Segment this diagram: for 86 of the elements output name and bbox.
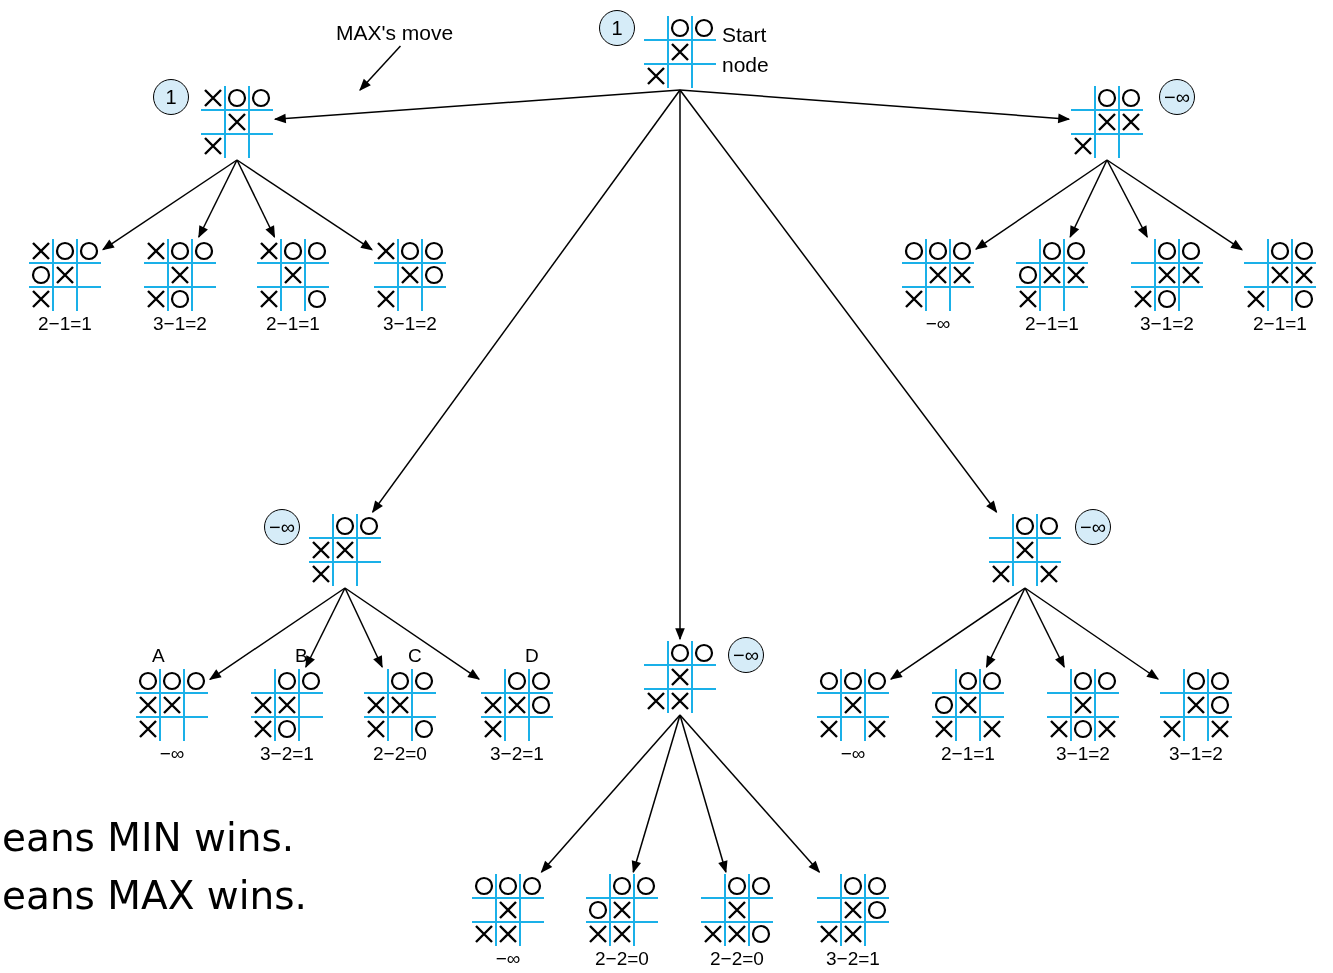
- score-label: 3−1=2: [1055, 743, 1111, 765]
- arrow: [102, 159, 238, 251]
- score-label: −∞: [924, 313, 952, 335]
- arrow: [1106, 159, 1148, 239]
- tic-tac-toe-board-drawing: [257, 239, 329, 311]
- arrow: [344, 587, 383, 669]
- arrow: [344, 587, 480, 680]
- note-text: eans MAX wins.: [2, 873, 307, 919]
- arrow: [236, 159, 276, 239]
- arrow: [359, 45, 402, 91]
- score-label: 3−2=1: [825, 948, 881, 970]
- annotation-text: MAX's move: [336, 22, 454, 44]
- arrow: [985, 587, 1026, 669]
- letter-label: C: [408, 645, 422, 667]
- tic-tac-toe-board-drawing: [364, 669, 436, 741]
- arrow: [975, 159, 1108, 250]
- tic-tac-toe-board-drawing: [29, 239, 101, 311]
- arrow: [273, 89, 681, 124]
- arrow: [1024, 587, 1159, 680]
- arrow: [679, 714, 821, 873]
- score-label: 2−2=0: [372, 743, 428, 765]
- score-label: −∞: [839, 743, 867, 765]
- tic-tac-toe-board-drawing: [932, 669, 1004, 741]
- tic-tac-toe-board-drawing: [1016, 239, 1088, 311]
- score-label: 2−1=1: [940, 743, 996, 765]
- tic-tac-toe-board-drawing: [481, 669, 553, 741]
- score-label: 2−1=1: [265, 313, 321, 335]
- arrow: [198, 159, 238, 239]
- arrow: [1106, 159, 1243, 251]
- tic-tac-toe-board-drawing: [817, 669, 889, 741]
- letter-label: B: [295, 645, 308, 667]
- arrow: [305, 587, 346, 669]
- arrow: [679, 714, 728, 874]
- score-label: 3−1=2: [1168, 743, 1224, 765]
- arrow: [679, 89, 998, 513]
- tic-tac-toe-board-drawing: [251, 669, 323, 741]
- score-label: 2−1=1: [1252, 313, 1308, 335]
- tic-tac-toe-board-drawing: [902, 239, 974, 311]
- arrow: [675, 89, 685, 641]
- score-label: 2−2=0: [594, 948, 650, 970]
- score-label: −∞: [494, 948, 522, 970]
- tic-tac-toe-board-drawing: [201, 86, 273, 158]
- tic-tac-toe-board-drawing: [1131, 239, 1203, 311]
- score-label: 3−1=2: [382, 313, 438, 335]
- tic-tac-toe-board-drawing: [1047, 669, 1119, 741]
- arrow: [1069, 159, 1108, 239]
- score-label: 3−1=2: [152, 313, 208, 335]
- score-label: 3−2=1: [259, 743, 315, 765]
- arrow: [1024, 587, 1065, 669]
- tic-tac-toe-board-drawing: [644, 641, 716, 713]
- arrow: [890, 587, 1026, 680]
- score-label: 2−2=0: [709, 948, 765, 970]
- score-label: 2−1=1: [37, 313, 93, 335]
- tic-tac-toe-board-drawing: [136, 669, 208, 741]
- arrow: [679, 89, 1071, 124]
- value-circle: −∞: [1075, 509, 1111, 545]
- score-label: −∞: [158, 743, 186, 765]
- node-caption: Start node: [722, 22, 770, 78]
- tic-tac-toe-board-drawing: [701, 874, 773, 946]
- value-circle: −∞: [728, 637, 764, 673]
- tic-tac-toe-board-drawing: [989, 514, 1061, 586]
- arrow: [540, 714, 681, 873]
- tic-tac-toe-board-drawing: [309, 514, 381, 586]
- value-circle: −∞: [1159, 79, 1195, 115]
- tic-tac-toe-board-drawing: [1071, 86, 1143, 158]
- score-label: 2−1=1: [1024, 313, 1080, 335]
- note-text: eans MIN wins.: [2, 815, 295, 861]
- tic-tac-toe-board-drawing: [144, 239, 216, 311]
- arrow: [236, 159, 373, 251]
- tic-tac-toe-board-drawing: [472, 874, 544, 946]
- score-label: 3−1=2: [1139, 313, 1195, 335]
- score-label: 3−2=1: [489, 743, 545, 765]
- value-circle: −∞: [264, 509, 300, 545]
- tic-tac-toe-board-drawing: [374, 239, 446, 311]
- letter-label: D: [525, 645, 539, 667]
- tic-tac-toe-board-drawing: [1160, 669, 1232, 741]
- arrow: [371, 89, 681, 513]
- arrow: [209, 587, 346, 681]
- tic-tac-toe-board-drawing: [644, 16, 716, 88]
- tic-tac-toe-board-drawing: [817, 874, 889, 946]
- value-circle: 1: [599, 10, 635, 46]
- tic-tac-toe-board-drawing: [1244, 239, 1316, 311]
- letter-label: A: [152, 645, 165, 667]
- arrow: [631, 714, 681, 874]
- tic-tac-toe-board-drawing: [586, 874, 658, 946]
- value-circle: 1: [153, 79, 189, 115]
